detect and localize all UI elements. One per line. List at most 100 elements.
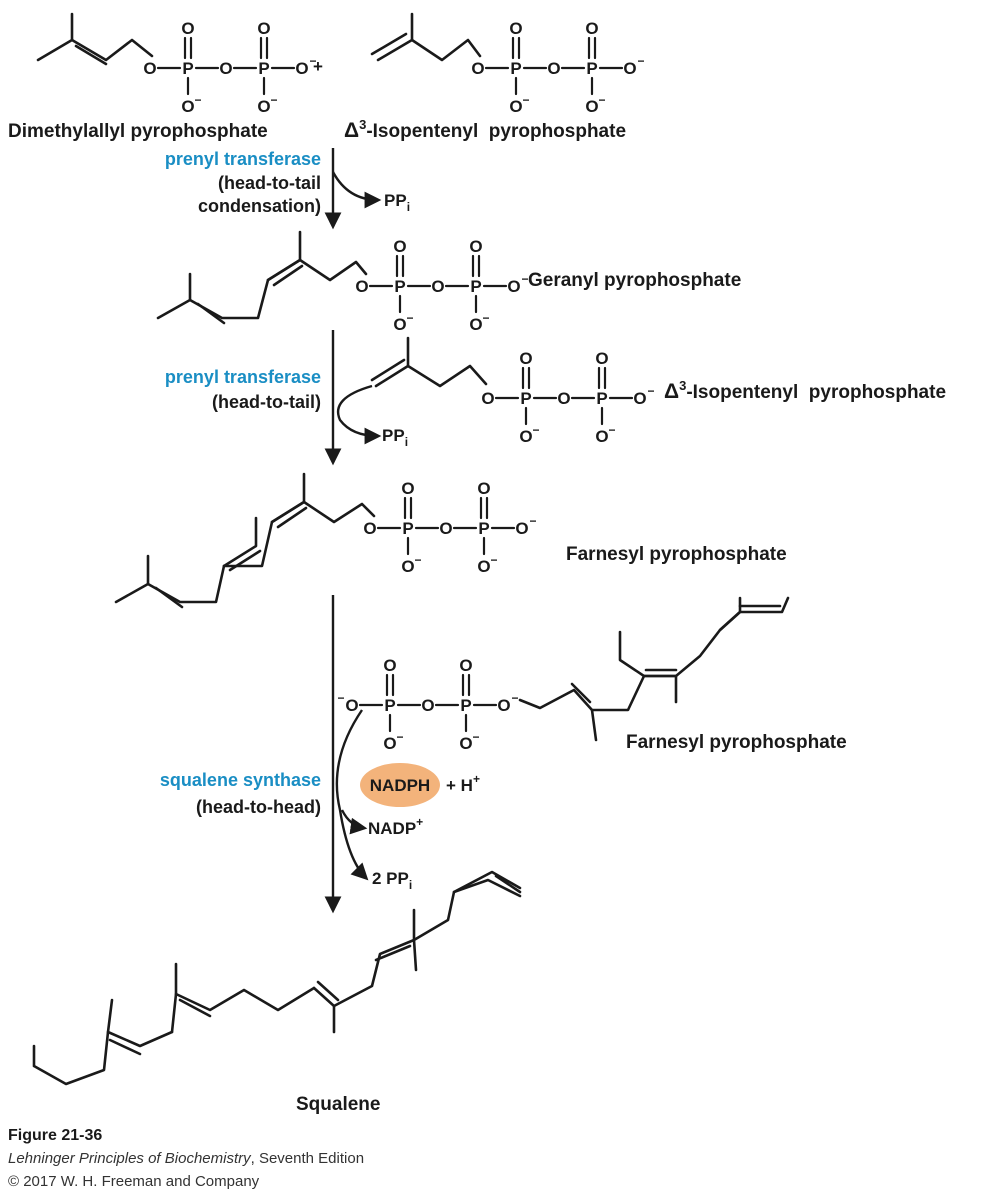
- oxygen-atom: O: [401, 557, 414, 576]
- oxygen-atom: O: [219, 59, 232, 78]
- charge-minus: −: [598, 93, 605, 107]
- step2-enzyme: prenyl transferase: [165, 367, 321, 387]
- step1-byproduct: PPi: [384, 191, 410, 214]
- charge-minus: −: [396, 730, 403, 744]
- charge-minus: −: [194, 93, 201, 107]
- phosphorus-atom: P: [510, 59, 521, 78]
- ipp-delta: Δ: [344, 119, 359, 142]
- phosphorus-atom: P: [182, 59, 193, 78]
- charge-minus: −: [608, 423, 615, 437]
- oxygen-atom: O: [585, 97, 598, 116]
- oxygen-atom: O: [257, 19, 270, 38]
- oxygen-atom: O: [383, 734, 396, 753]
- oxygen-atom: O: [509, 97, 522, 116]
- oxygen-atom: O: [383, 656, 396, 675]
- oxygen-atom: O: [557, 389, 570, 408]
- charge-minus: −: [309, 54, 316, 68]
- charge-minus: −: [482, 311, 489, 325]
- ipp-superscript: 3: [359, 117, 366, 132]
- nadph-label: NADPH: [370, 776, 430, 795]
- phosphorus-atom: P: [384, 696, 395, 715]
- dmapp-label: Dimethylallyl pyrophosphate: [8, 121, 268, 142]
- reaction-step-2: prenyl transferase (head-to-tail) PPi: [165, 330, 408, 466]
- oxygen-atom: O: [401, 479, 414, 498]
- oxygen-atom: O: [363, 519, 376, 538]
- phosphorus-atom: P: [402, 519, 413, 538]
- oxygen-atom: O: [469, 237, 482, 256]
- step1-enzyme: prenyl transferase: [165, 149, 321, 169]
- oxygen-atom: O: [507, 277, 520, 296]
- oxygen-atom: O: [595, 349, 608, 368]
- copyright-line: © 2017 W. H. Freeman and Company: [8, 1173, 260, 1190]
- two-ppi-label: 2 PPi: [372, 869, 412, 892]
- oxygen-atom: O: [181, 97, 194, 116]
- oxygen-atom: O: [257, 97, 270, 116]
- oxygen-atom: O: [477, 479, 490, 498]
- fpp2-label: Farnesyl pyrophosphate: [626, 732, 847, 753]
- phosphorus-atom: P: [478, 519, 489, 538]
- oxygen-atom: O: [393, 315, 406, 334]
- oxygen-atom: O: [355, 277, 368, 296]
- reaction-step-1: prenyl transferase (head-to-tail condens…: [165, 148, 410, 230]
- charge-minus: −: [270, 93, 277, 107]
- oxygen-atom: O: [547, 59, 560, 78]
- oxygen-atom: O: [477, 557, 490, 576]
- book-edition: , Seventh Edition: [251, 1150, 364, 1167]
- gpp-label: Geranyl pyrophosphate: [528, 270, 741, 291]
- phosphorus-atom: P: [460, 696, 471, 715]
- charge-minus: −: [511, 691, 518, 705]
- oxygen-atom: O: [471, 59, 484, 78]
- charge-minus: −: [522, 93, 529, 107]
- plus-sign: +: [313, 57, 323, 76]
- oxygen-atom: O: [459, 656, 472, 675]
- oxygen-atom: O: [421, 696, 434, 715]
- phosphorus-atom: P: [470, 277, 481, 296]
- oxygen-atom: O: [519, 349, 532, 368]
- oxygen-atom: O: [509, 19, 522, 38]
- figure-number: Figure 21-36: [8, 1127, 102, 1144]
- oxygen-atom: O: [515, 519, 528, 538]
- oxygen-atom: O: [481, 389, 494, 408]
- step3-condition: (head-to-head): [196, 797, 321, 817]
- charge-minus: −: [529, 514, 536, 528]
- book-citation: Lehninger Principles of Biochemistry, Se…: [8, 1150, 364, 1167]
- nadp-label: NADP+: [368, 815, 423, 838]
- oxygen-atom: O: [295, 59, 308, 78]
- squalene-label: Squalene: [296, 1094, 380, 1115]
- step1-condition-line1: (head-to-tail: [218, 173, 321, 193]
- nadph-badge: [360, 763, 440, 807]
- charge-minus: −: [532, 423, 539, 437]
- ipp-label: Δ3-Isopentenyl pyrophosphate: [344, 117, 626, 142]
- phosphorus-atom: P: [586, 59, 597, 78]
- step3-enzyme: squalene synthase: [160, 770, 321, 790]
- oxygen-atom: O: [181, 19, 194, 38]
- oxygen-atom: O: [439, 519, 452, 538]
- squalene-structure: [32, 870, 522, 1086]
- charge-minus: −: [472, 730, 479, 744]
- phosphorus-atom: P: [596, 389, 607, 408]
- oxygen-atom: O: [393, 237, 406, 256]
- oxygen-atom: O: [345, 696, 358, 715]
- oxygen-atom: O: [595, 427, 608, 446]
- step2-condition: (head-to-tail): [212, 392, 321, 412]
- charge-minus: −: [406, 311, 413, 325]
- ipp-name-rest: -Isopentenyl pyrophosphate: [366, 121, 626, 142]
- charge-minus: −: [521, 272, 528, 286]
- phosphorus-atom: P: [258, 59, 269, 78]
- reaction-step-3: squalene synthase (head-to-head) NADPH +…: [160, 595, 480, 914]
- fpp-label: Farnesyl pyrophosphate: [566, 544, 787, 565]
- oxygen-atom: O: [519, 427, 532, 446]
- plus-h: + H+: [446, 772, 480, 795]
